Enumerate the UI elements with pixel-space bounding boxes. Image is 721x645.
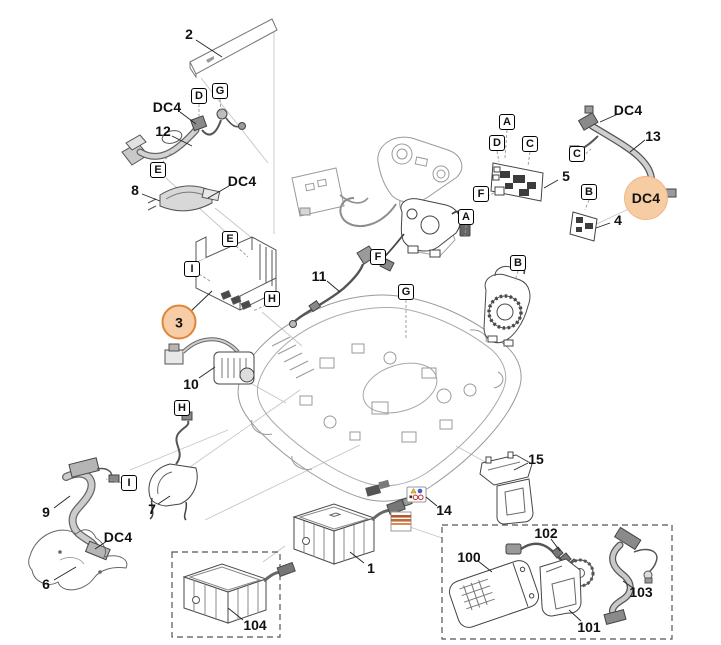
part-number-104: 104 [243, 617, 267, 633]
wiring-label-dc4-2: DC4 [103, 529, 133, 545]
direction-arrow-icon [206, 56, 214, 63]
part-number-12: 12 [155, 123, 171, 139]
wheel-motor-assembly [483, 264, 531, 347]
wiring-label-dc4-1: DC4 [227, 173, 257, 189]
leader-lines [53, 39, 646, 622]
part-14-striped-sticker [390, 511, 412, 532]
prohibition-icon [412, 494, 419, 501]
part-15-mount-bracket [479, 451, 534, 525]
part-7-bracket-assembly [148, 411, 198, 521]
part-101-bracket [539, 558, 582, 617]
part-1-battery [292, 496, 413, 565]
part-number-1: 1 [367, 560, 375, 576]
connector-label-a-6: A [499, 114, 515, 130]
connector-label-g-1: G [212, 83, 228, 99]
part-9-ribbon-cable [62, 457, 120, 561]
part-number-5: 5 [562, 168, 570, 184]
wiring-label-dc4-4: DC4 [624, 176, 668, 220]
connector-label-h-5: H [264, 291, 280, 307]
part-number-15: 15 [528, 451, 544, 467]
connector-label-d-7: D [489, 135, 505, 151]
inset-box-104 [171, 551, 296, 638]
part-number-103: 103 [629, 584, 653, 600]
connector-label-g-14: G [398, 284, 414, 300]
connector-label-d-0: D [191, 88, 207, 104]
wiring-label-dc4-3: DC4 [613, 102, 643, 118]
part-6-cover-panel [28, 529, 128, 591]
part-number-6: 6 [42, 576, 50, 592]
connector-label-c-8: C [522, 136, 538, 152]
part-14-warning-sticker [406, 486, 427, 503]
part-number-7: 7 [148, 501, 156, 517]
part-number-102: 102 [534, 525, 558, 541]
connector-label-i-17: I [121, 475, 137, 491]
connector-label-f-9: F [473, 186, 489, 202]
part-number-11: 11 [311, 268, 327, 284]
wiring-label-dc4-0: DC4 [152, 99, 182, 115]
connector-label-e-2: E [150, 162, 166, 178]
part-12-cable-assembly [121, 108, 246, 166]
part-8-strap-bracket [147, 185, 221, 212]
connector-label-e-3: E [222, 231, 238, 247]
part-number-100: 100 [457, 549, 481, 565]
part-number-9: 9 [42, 504, 50, 520]
connector-label-f-13: F [370, 249, 386, 265]
connector-label-c-10: C [569, 146, 585, 162]
part-104-battery [182, 561, 296, 624]
part-number-3: 3 [161, 304, 197, 340]
part-4-circuit-board [569, 211, 598, 242]
part-number-10: 10 [183, 376, 199, 392]
part-2-cover-strip [189, 18, 278, 79]
mower-chassis-drawing [237, 294, 522, 502]
part-number-4: 4 [614, 212, 622, 228]
part-number-13: 13 [645, 128, 661, 144]
mandatory-icon [417, 488, 423, 494]
part-103-ribbon-harness [603, 526, 658, 626]
part-number-101: 101 [577, 619, 601, 635]
part-100-motor [448, 560, 540, 628]
part-number-2: 2 [185, 26, 193, 42]
part-5-circuit-board [490, 162, 544, 202]
chassis-connector-drawing [365, 479, 390, 497]
part-number-14: 14 [436, 502, 452, 518]
inset-box-100-103 [441, 524, 673, 640]
connector-label-a-12: A [458, 209, 474, 225]
warning-triangle-icon [410, 487, 417, 494]
prohibition-icon [418, 494, 424, 501]
connector-label-b-15: B [510, 255, 526, 271]
connector-label-h-16: H [174, 400, 190, 416]
part-number-8: 8 [131, 182, 139, 198]
connector-label-b-11: B [581, 184, 597, 200]
connector-label-i-4: I [184, 261, 200, 277]
